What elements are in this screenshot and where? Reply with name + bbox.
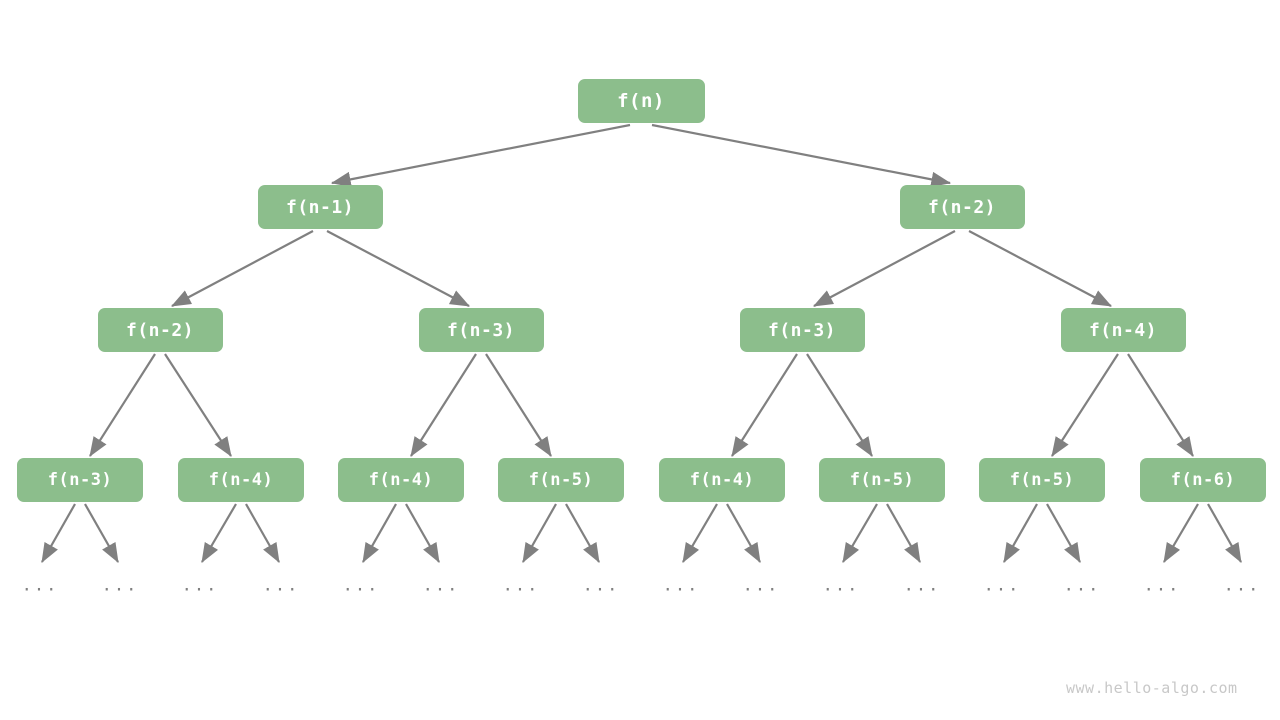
tree-edge <box>410 353 477 457</box>
tree-edge <box>326 230 470 307</box>
tree-edge <box>485 353 552 457</box>
tree-node: f(n-3) <box>418 308 544 352</box>
tree-edge <box>886 503 921 563</box>
tree-edge <box>1003 503 1038 563</box>
tree-edge <box>726 503 761 563</box>
tree-node: f(n-1) <box>257 185 383 229</box>
ellipsis-marker: ... <box>662 575 700 596</box>
tree-node: f(n-4) <box>1060 308 1186 352</box>
tree-edge <box>1127 353 1194 457</box>
ellipsis-marker: ... <box>582 575 620 596</box>
tree-node: f(n-4) <box>178 458 304 502</box>
tree-edge <box>842 503 878 563</box>
tree-edge <box>1046 503 1081 563</box>
tree-edge <box>1051 353 1119 457</box>
tree-edge <box>164 353 232 457</box>
ellipsis-marker: ... <box>101 575 139 596</box>
ellipsis-marker: ... <box>422 575 460 596</box>
tree-edge <box>806 353 873 457</box>
ellipsis-marker: ... <box>983 575 1021 596</box>
ellipsis-marker: ... <box>1063 575 1101 596</box>
tree-edge <box>405 503 440 563</box>
tree-edge <box>968 230 1112 307</box>
tree-edge <box>171 230 314 307</box>
tree-edge <box>1163 503 1199 563</box>
tree-edge <box>1207 503 1242 563</box>
tree-edge <box>245 503 280 563</box>
tree-edge <box>565 503 600 563</box>
tree-edge <box>522 503 557 563</box>
tree-node: f(n-6) <box>1140 458 1266 502</box>
ellipsis-marker: ... <box>502 575 540 596</box>
tree-node: f(n-3) <box>739 308 865 352</box>
tree-edge <box>682 503 718 563</box>
tree-node: f(n-5) <box>979 458 1105 502</box>
tree-node: f(n) <box>577 79 705 123</box>
tree-edge <box>651 123 952 187</box>
watermark-label: www.hello-algo.com <box>1066 679 1238 697</box>
tree-edge <box>330 123 631 187</box>
tree-edge <box>84 503 119 563</box>
ellipsis-marker: ... <box>903 575 941 596</box>
tree-node: f(n-3) <box>17 458 143 502</box>
ellipsis-marker: ... <box>1223 575 1261 596</box>
tree-edge <box>362 503 397 563</box>
ellipsis-marker: ... <box>262 575 300 596</box>
ellipsis-marker: ... <box>21 575 59 596</box>
ellipsis-marker: ... <box>342 575 380 596</box>
tree-edge <box>41 503 76 563</box>
ellipsis-marker: ... <box>181 575 219 596</box>
tree-node: f(n-4) <box>659 458 785 502</box>
ellipsis-marker: ... <box>742 575 780 596</box>
tree-edge <box>813 230 956 307</box>
tree-node: f(n-2) <box>97 308 223 352</box>
tree-node: f(n-4) <box>338 458 464 502</box>
tree-node: f(n-2) <box>899 185 1025 229</box>
ellipsis-marker: ... <box>1143 575 1181 596</box>
tree-edge <box>201 503 237 563</box>
tree-node: f(n-5) <box>819 458 945 502</box>
ellipsis-marker: ... <box>822 575 860 596</box>
tree-edge <box>731 353 798 457</box>
tree-edge <box>89 353 156 457</box>
tree-node: f(n-5) <box>498 458 624 502</box>
